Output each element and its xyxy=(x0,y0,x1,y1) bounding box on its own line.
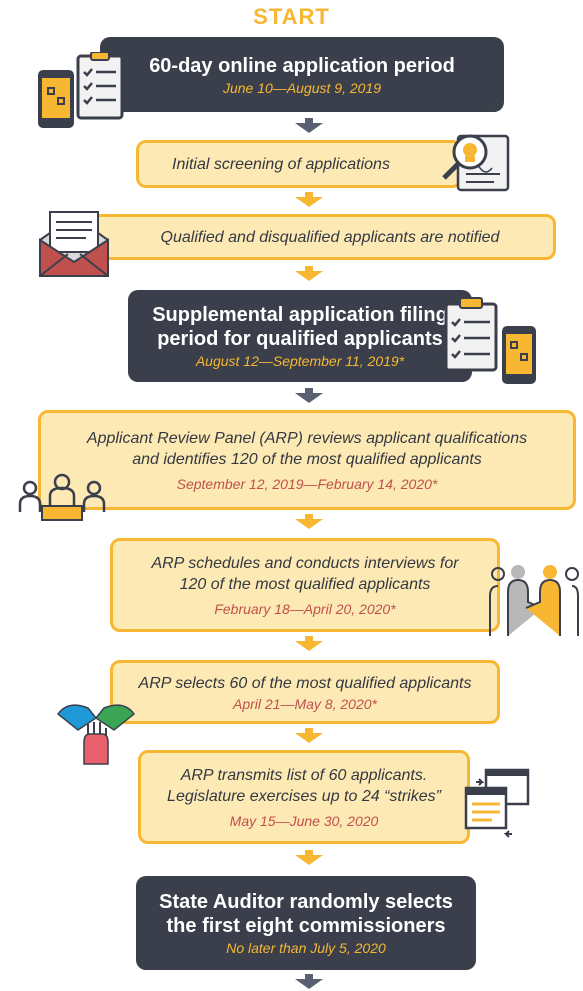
step-state-auditor: State Auditor randomly selects the first… xyxy=(136,876,476,970)
step-title-line1: ARP schedules and conducts interviews fo… xyxy=(151,555,459,572)
flow-arrow xyxy=(295,266,323,281)
step-title-line2: Legislature exercises up to 24 “strikes” xyxy=(167,788,441,805)
step-initial-screening: Initial screening of applications xyxy=(136,140,462,188)
step-date: August 12—September 11, 2019* xyxy=(195,353,405,369)
step-applicants-notified: Qualified and disqualified applicants ar… xyxy=(84,214,556,260)
step-title-line1: ARP transmits list of 60 applicants. xyxy=(180,767,428,784)
step-arp-interviews: ARP schedules and conducts interviews fo… xyxy=(110,538,500,632)
flow-arrow xyxy=(295,974,323,989)
step-title-line2: the first eight commissioners xyxy=(166,915,446,937)
step-date: September 12, 2019—February 14, 2020* xyxy=(176,476,438,492)
step-date: May 15—June 30, 2020 xyxy=(229,813,379,829)
envelope-letter-icon xyxy=(34,206,114,282)
step-date: June 10—August 9, 2019 xyxy=(222,79,381,96)
step-date: February 18—April 20, 2020* xyxy=(214,601,396,617)
step-title-line1: State Auditor randomly selects xyxy=(159,891,453,913)
flow-arrow xyxy=(295,850,323,865)
step-title: Qualified and disqualified applicants ar… xyxy=(160,228,500,246)
joined-hands-icon xyxy=(54,694,138,768)
step-title-line2: and identifies 120 of the most qualified… xyxy=(132,451,482,468)
step-online-application: 60-day online application period June 10… xyxy=(100,37,504,112)
step-arp-selects-60: ARP selects 60 of the most qualified app… xyxy=(110,660,500,724)
phone-checklist-icon xyxy=(36,51,128,138)
step-title: Initial screening of applications xyxy=(172,155,390,173)
step-title-line1: Applicant Review Panel (ARP) reviews app… xyxy=(86,430,528,447)
step-title-line2: period for qualified applicants xyxy=(157,328,443,350)
step-arp-review: Applicant Review Panel (ARP) reviews app… xyxy=(38,410,576,510)
handshake-interview-icon xyxy=(488,560,580,638)
flow-arrow xyxy=(295,388,323,403)
step-title: 60-day online application period xyxy=(149,54,455,77)
start-label: START xyxy=(253,4,330,29)
step-title-line1: Supplemental application filing xyxy=(152,304,448,326)
step-date: April 21—May 8, 2020* xyxy=(233,695,377,712)
flow-arrow xyxy=(295,192,323,207)
transmit-list-icon xyxy=(462,762,532,840)
magnifier-document-icon xyxy=(418,128,516,194)
step-date: No later than July 5, 2020 xyxy=(226,940,386,956)
step-title-line2: 120 of the most qualified applicants xyxy=(179,576,431,593)
flow-arrow xyxy=(295,636,323,651)
step-title: ARP selects 60 of the most qualified app… xyxy=(138,674,472,692)
step-arp-transmits: ARP transmits list of 60 applicants. Leg… xyxy=(138,750,470,844)
step-supplemental-filing: Supplemental application filing period f… xyxy=(128,290,472,382)
flow-arrow xyxy=(295,118,323,133)
review-panel-icon xyxy=(16,472,108,526)
flow-arrow xyxy=(295,728,323,743)
checklist-phone-icon xyxy=(440,296,540,388)
flow-arrow xyxy=(295,514,323,529)
